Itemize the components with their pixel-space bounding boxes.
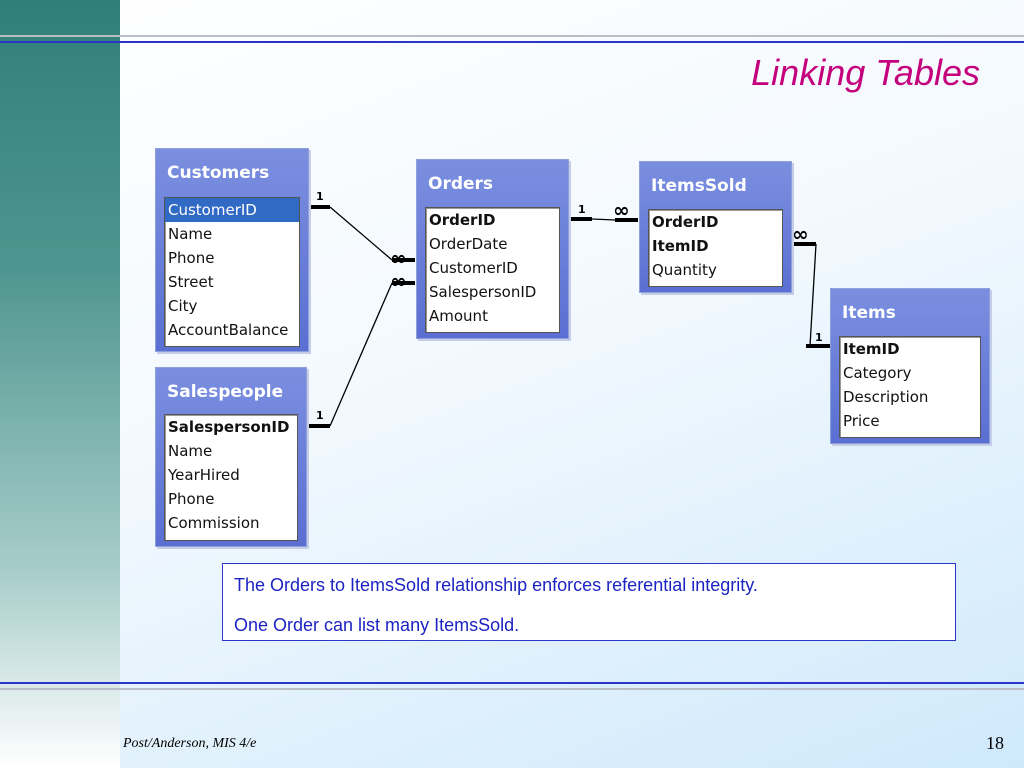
table-title: Items — [842, 303, 896, 323]
table-orders[interactable]: Orders OrderID OrderDate CustomerID Sale… — [416, 159, 569, 339]
field-orderid[interactable]: OrderID — [429, 211, 496, 229]
card-one-orders: 1 — [578, 203, 586, 216]
field-list[interactable]: SalespersonID Name YearHired Phone Commi… — [164, 414, 298, 541]
note-box: The Orders to ItemsSold relationship enf… — [222, 563, 956, 641]
side-bar — [0, 0, 120, 768]
field-amount[interactable]: Amount — [429, 307, 488, 325]
field-customerid[interactable]: CustomerID — [165, 198, 299, 222]
field-list[interactable]: OrderID OrderDate CustomerID Salesperson… — [425, 207, 560, 333]
field-commission[interactable]: Commission — [168, 514, 260, 532]
table-title: Salespeople — [167, 382, 284, 402]
field-name[interactable]: Name — [168, 442, 213, 460]
field-itemid[interactable]: ItemID — [652, 237, 709, 255]
note-line-1: The Orders to ItemsSold relationship enf… — [234, 575, 758, 595]
field-list[interactable]: ItemID Category Description Price — [839, 336, 981, 438]
page-number: 18 — [986, 733, 1004, 753]
field-phone[interactable]: Phone — [168, 249, 215, 267]
field-phone[interactable]: Phone — [168, 490, 215, 508]
field-quantity[interactable]: Quantity — [652, 261, 717, 279]
table-salespeople[interactable]: Salespeople SalespersonID Name YearHired… — [155, 367, 307, 547]
field-orderid[interactable]: OrderID — [652, 213, 719, 231]
card-one-customers: 1 — [316, 190, 324, 203]
field-orderdate[interactable]: OrderDate — [429, 235, 508, 253]
card-one-salespeople: 1 — [316, 409, 324, 422]
top-rule-blue — [0, 41, 1024, 43]
field-list[interactable]: CustomerID Name Phone Street City Accoun… — [164, 197, 300, 347]
field-category[interactable]: Category — [843, 364, 912, 382]
field-salespersonid[interactable]: SalespersonID — [168, 418, 290, 436]
top-rule-gray — [0, 35, 1024, 37]
field-yearhired[interactable]: YearHired — [168, 466, 240, 484]
table-title: Orders — [428, 174, 494, 194]
bottom-rule-gray — [0, 688, 1024, 690]
field-list[interactable]: OrderID ItemID Quantity — [648, 209, 783, 287]
footer-source: Post/Anderson, MIS 4/e — [123, 736, 257, 751]
card-many-itemssold: ∞ — [613, 198, 630, 222]
field-description[interactable]: Description — [843, 388, 929, 406]
field-customerid[interactable]: CustomerID — [429, 259, 518, 277]
field-price[interactable]: Price — [843, 412, 880, 430]
table-title: Customers — [167, 163, 270, 183]
card-many-itemssold-item: ∞ — [792, 222, 809, 246]
card-many-orders-salesperson: ∞ — [390, 269, 407, 293]
field-salespersonid[interactable]: SalespersonID — [429, 283, 537, 301]
note-line-2: One Order can list many ItemsSold. — [234, 615, 520, 635]
table-customers[interactable]: Customers CustomerID Name Phone Street C… — [155, 148, 309, 352]
field-city[interactable]: City — [168, 297, 198, 315]
field-accountbalance[interactable]: AccountBalance — [168, 321, 289, 339]
table-items[interactable]: Items ItemID Category Description Price — [830, 288, 990, 444]
card-many-orders-customer: ∞ — [390, 246, 407, 270]
table-itemssold[interactable]: ItemsSold OrderID ItemID Quantity — [639, 161, 792, 293]
field-itemid[interactable]: ItemID — [843, 340, 900, 358]
bottom-rule-blue — [0, 682, 1024, 684]
field-street[interactable]: Street — [168, 273, 214, 291]
card-one-items: 1 — [815, 331, 823, 344]
table-title: ItemsSold — [651, 176, 747, 196]
field-name[interactable]: Name — [168, 225, 213, 243]
slide-title: Linking Tables — [751, 52, 980, 93]
